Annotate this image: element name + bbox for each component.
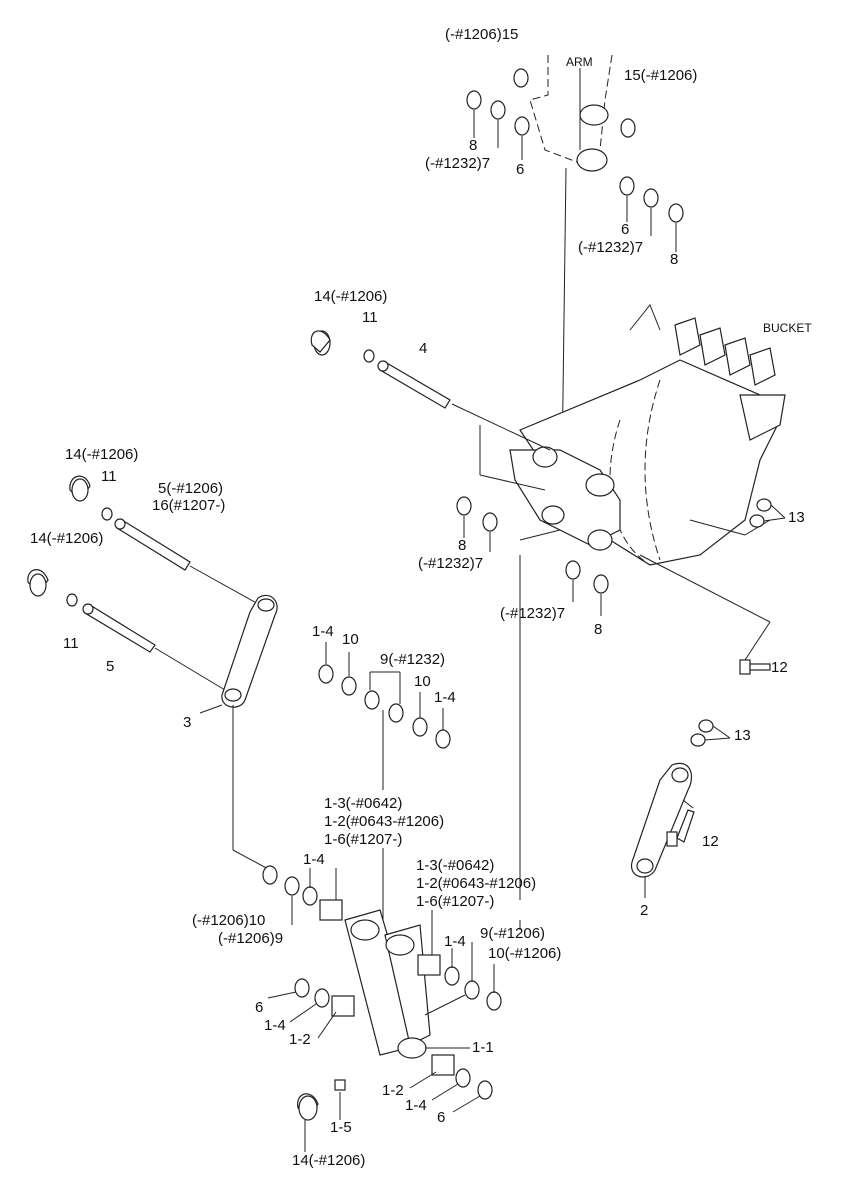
callout-14-a: 14(-#1206) bbox=[314, 288, 388, 305]
callout-11-c: 11 bbox=[63, 635, 79, 652]
callout-1-4-b: 1-4 bbox=[434, 689, 456, 706]
pin-4 bbox=[310, 330, 551, 451]
callout-12-bottom: 12 bbox=[702, 833, 719, 850]
callout-5: 5 bbox=[106, 658, 115, 675]
callout-3: 3 bbox=[183, 714, 192, 731]
callout-7-mid: (-#1232)7 bbox=[418, 555, 484, 572]
callout-8-top: 8 bbox=[469, 137, 478, 154]
callout-9-1232: 9(-#1232) bbox=[380, 651, 446, 668]
callout-14-b: 14(-#1206) bbox=[65, 446, 139, 463]
callout-1-4-c: 1-4 bbox=[303, 851, 325, 868]
link-1-1 bbox=[319, 899, 470, 1076]
callout-1-6-b: 1-6(#1207-) bbox=[416, 893, 495, 910]
callout-11-b: 11 bbox=[101, 468, 117, 485]
pin-1-5-and-clip bbox=[297, 1079, 346, 1152]
nuts-13-top bbox=[749, 498, 786, 528]
callout-1-3-a: 1-3(-#0642) bbox=[324, 795, 403, 812]
bucket-leaders bbox=[479, 425, 771, 900]
bucket-body bbox=[509, 304, 786, 566]
pins-5-16 bbox=[27, 475, 261, 691]
callout-13-bottom: 13 bbox=[734, 727, 751, 744]
label-bucket: BUCKET bbox=[763, 321, 812, 335]
callout-1-2-c: 1-2 bbox=[289, 1031, 311, 1048]
callout-8-mid2: 8 bbox=[594, 621, 603, 638]
callout-1-4-d: 1-4 bbox=[444, 933, 466, 950]
callout-6-bottom-left: 6 bbox=[255, 999, 264, 1016]
callout-1-2-b: 1-2(#0643-#1206) bbox=[416, 875, 537, 892]
callout-8-right: 8 bbox=[670, 251, 679, 268]
top-rings bbox=[466, 68, 684, 223]
callout-7-right: (-#1232)7 bbox=[578, 239, 644, 256]
callout-1-3-b: 1-3(-#0642) bbox=[416, 857, 495, 874]
callout-6-right: 6 bbox=[621, 221, 630, 238]
callout-1-1: 1-1 bbox=[472, 1039, 494, 1056]
nuts-13-bottom bbox=[690, 719, 731, 747]
callout-11-a: 11 bbox=[362, 309, 378, 326]
middle-rings bbox=[318, 664, 451, 749]
callout-1-4-e: 1-4 bbox=[264, 1017, 286, 1034]
callout-4: 4 bbox=[419, 340, 428, 357]
callout-14-c: 14(-#1206) bbox=[30, 530, 104, 547]
callout-16: 16(#1207-) bbox=[152, 497, 226, 514]
callout-10-1206-right: 10(-#1206) bbox=[488, 945, 562, 962]
callout-13-top: 13 bbox=[788, 509, 805, 526]
callout-2: 2 bbox=[640, 902, 649, 919]
link-3 bbox=[199, 594, 278, 871]
plate-2 bbox=[630, 762, 694, 898]
callout-1-2-d: 1-2 bbox=[382, 1082, 404, 1099]
callout-9-1206: (-#1206)9 bbox=[218, 930, 284, 947]
callout-6-bottom-right: 6 bbox=[437, 1109, 446, 1126]
callout-12-top: 12 bbox=[771, 659, 788, 676]
callout-1-4-a: 1-4 bbox=[312, 623, 334, 640]
callout-10-1206: (-#1206)10 bbox=[192, 912, 266, 929]
callout-1-6-a: 1-6(#1207-) bbox=[324, 831, 403, 848]
callout-1-2-a: 1-2(#0643-#1206) bbox=[324, 813, 445, 830]
arm-outline bbox=[529, 54, 613, 166]
callout-1-4-f: 1-4 bbox=[405, 1097, 427, 1114]
callout-8-mid: 8 bbox=[458, 537, 467, 554]
callout-15-right: 15(-#1206) bbox=[624, 67, 698, 84]
arm-boss-lower bbox=[576, 148, 608, 172]
callout-1-5: 1-5 bbox=[330, 1119, 352, 1136]
bolt-12-bottom bbox=[666, 809, 695, 847]
callout-7-top: (-#1232)7 bbox=[425, 155, 491, 172]
callout-14-bottom: 14(-#1206) bbox=[292, 1152, 366, 1169]
callout-15-left: (-#1206)15 bbox=[445, 26, 519, 43]
callout-10-b: 10 bbox=[414, 673, 431, 690]
callout-9-1206-right: 9(-#1206) bbox=[480, 925, 546, 942]
callout-10-a: 10 bbox=[342, 631, 359, 648]
bolt-12-top bbox=[739, 659, 771, 675]
label-arm: ARM bbox=[566, 55, 593, 69]
bucket-rings bbox=[456, 496, 609, 594]
callout-6-top: 6 bbox=[516, 161, 525, 178]
callout-5-range: 5(-#1206) bbox=[158, 480, 224, 497]
callout-7-mid2: (-#1232)7 bbox=[500, 605, 566, 622]
arm-boss-upper bbox=[579, 104, 609, 126]
